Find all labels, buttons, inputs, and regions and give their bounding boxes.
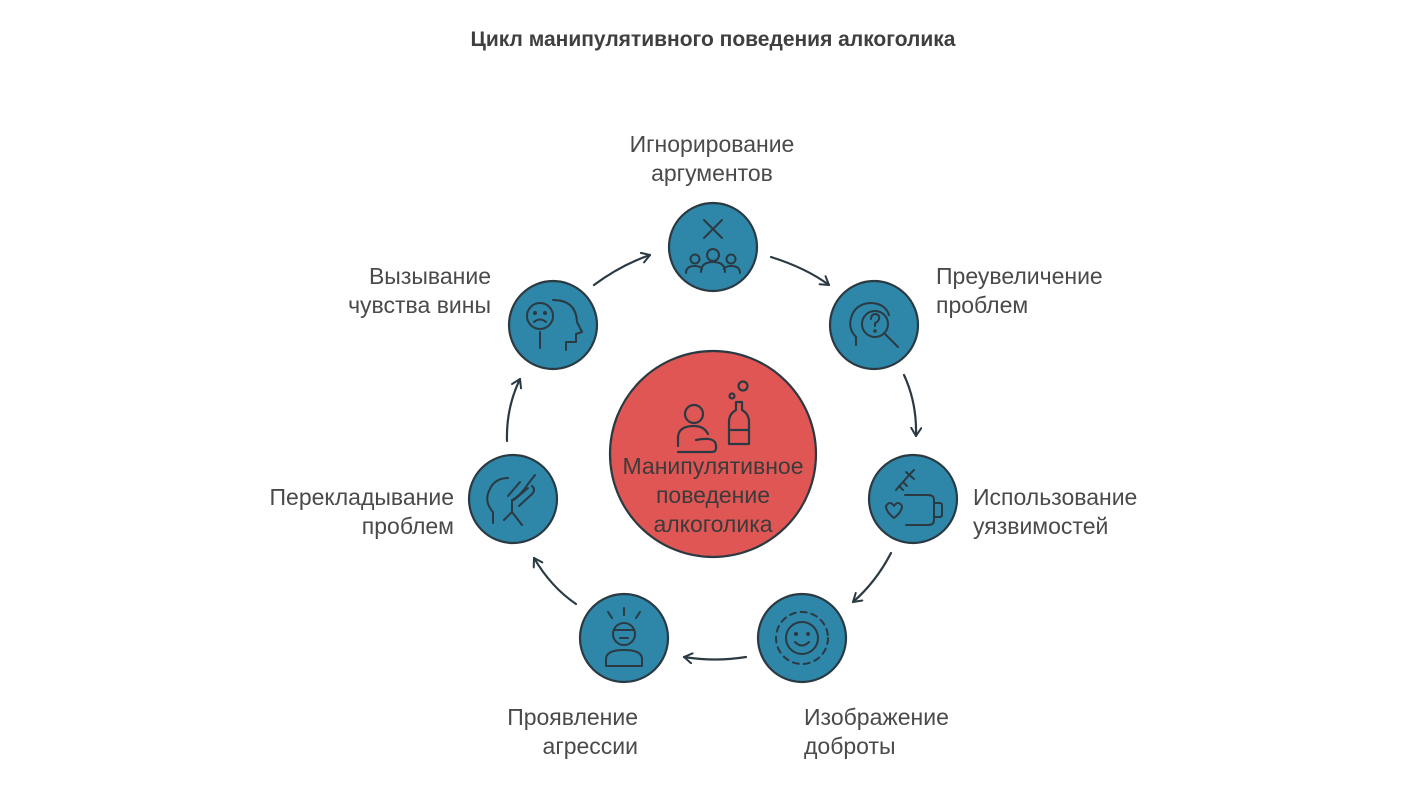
node-ignoring-arguments [667,201,759,293]
label-inducing-guilt: Вызывание чувства вины [241,262,491,320]
angry-person-icon [605,607,643,667]
center-label: Манипулятивное поведение алкоголика [610,452,816,539]
smiley-face-icon [775,611,829,665]
label-line: уязвимостей [973,513,1109,539]
head-question-magnifier-icon [849,302,899,348]
arrow-3-to-4 [851,551,893,604]
node-showing-kindness [756,592,848,684]
label-line: Преувеличение [936,263,1103,289]
arrow-1-to-2 [769,255,831,287]
center-node [608,349,818,559]
node-exaggerating-problems [828,279,920,371]
label-line: аргументов [651,160,773,186]
arrow-7-to-1 [592,251,652,287]
node-showing-aggression [578,592,670,684]
arrow-6-to-7 [505,377,523,443]
center-label-line-3: алкоголика [653,511,773,537]
sad-head-icon [526,299,583,351]
arrow-5-to-6 [532,556,578,606]
label-line: Использование [973,484,1138,510]
center-label-line-1: Манипулятивное [622,453,804,479]
label-exaggerating-problems: Преувеличение проблем [936,262,1103,320]
label-line: Игнорирование [629,131,795,157]
hand-on-head-icon [486,474,536,526]
label-ignoring-arguments: Игнорирование аргументов [612,130,812,188]
cycle-arrows [505,251,923,665]
label-line: проблем [361,513,454,539]
arrow-2-to-3 [902,373,923,438]
label-line: Перекладывание [269,484,454,510]
label-line: чувства вины [348,292,491,318]
label-exploiting-vulnerabilities: Использование уязвимостей [973,483,1137,541]
node-exploiting-vulnerabilities [867,453,959,545]
center-label-line-2: поведение [655,482,771,508]
label-line: Проявление [507,704,638,730]
label-line: Вызывание [368,263,491,289]
crossed-group-icon [685,219,741,274]
label-showing-aggression: Проявление агрессии [438,703,638,761]
node-inducing-guilt [507,279,599,371]
label-line: доброты [804,733,896,759]
person-with-bottle-icon [676,380,751,454]
label-line: проблем [936,292,1029,318]
label-showing-kindness: Изображение доброты [804,703,949,761]
label-line: агрессии [542,733,638,759]
diagram-title: Цикл манипулятивного поведения алкоголик… [470,28,956,51]
label-shifting-problems: Перекладывание проблем [204,483,454,541]
label-line: Изображение [804,704,949,730]
arrow-4-to-5 [682,652,748,665]
node-shifting-problems [467,453,559,545]
syringe-fist-icon [885,469,943,526]
title-area: Цикл манипулятивного поведения алкоголик… [0,0,1410,80]
